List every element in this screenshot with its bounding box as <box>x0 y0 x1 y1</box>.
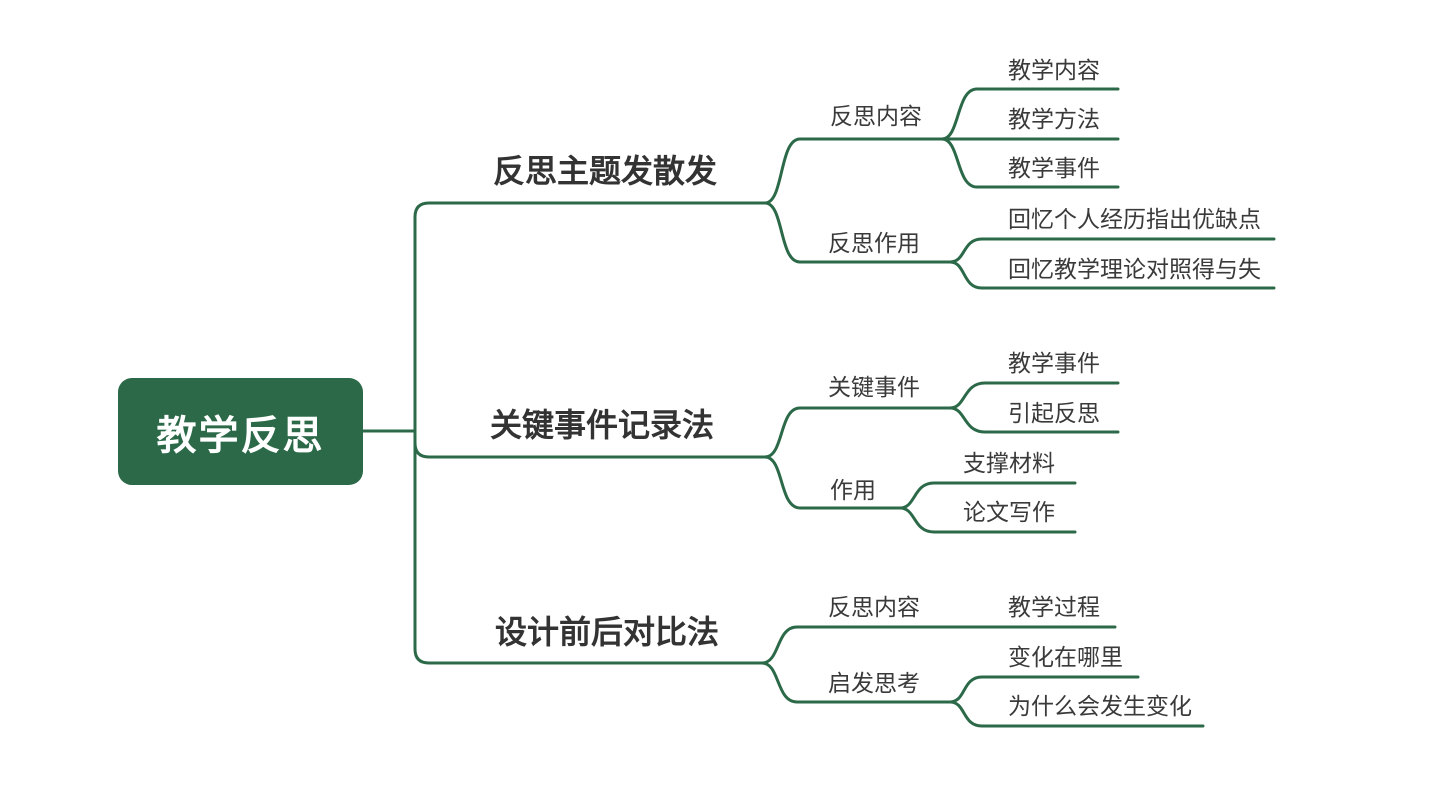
leaf-node-2-1-1[interactable]: 教学事件 <box>1008 350 1100 376</box>
edge-b3-sub2-child2 <box>948 700 1205 728</box>
edge-b1-sub2 <box>763 201 952 264</box>
sub-node-2-2[interactable]: 作用 <box>830 477 876 503</box>
edge-b1-sub2-child2 <box>948 260 1276 290</box>
root-node-label: 教学反思 <box>156 413 325 458</box>
root-node[interactable]: 教学反思 <box>118 378 363 485</box>
leaf-node-1-1-1[interactable]: 教学内容 <box>1008 57 1100 83</box>
branch-node-1[interactable]: 反思主题发散发 <box>493 153 718 189</box>
edge-b2-sub1 <box>763 406 952 459</box>
edge-b2-sub2-child1 <box>898 481 1077 510</box>
edge-b2-sub1-child2 <box>948 406 1120 434</box>
leaf-node-2-2-1[interactable]: 支撑材料 <box>963 450 1055 476</box>
edge-b3-sub1 <box>760 625 1117 665</box>
edge-b1-sub1 <box>763 137 1120 205</box>
sub-node-3-1[interactable]: 反思内容 <box>828 594 920 620</box>
sub-node-3-2[interactable]: 启发思考 <box>828 670 920 696</box>
leaf-node-1-2-1[interactable]: 回忆个人经历指出优缺点 <box>1008 206 1261 232</box>
edge-group <box>361 87 1276 728</box>
leaf-node-2-1-2[interactable]: 引起反思 <box>1008 400 1100 426</box>
leaf-node-3-2-1[interactable]: 变化在哪里 <box>1008 644 1123 670</box>
edge-b1-sub1-child3 <box>940 137 1120 189</box>
edge-b2-sub1-child1 <box>948 381 1120 410</box>
sub-node-1-2[interactable]: 反思作用 <box>828 230 920 256</box>
edge-b3-sub2-child1 <box>948 675 1140 704</box>
branch-node-2[interactable]: 关键事件记录法 <box>490 407 715 443</box>
edge-branch2-stem <box>413 429 767 459</box>
sub-node-2-1[interactable]: 关键事件 <box>828 374 920 400</box>
sub-node-1-1[interactable]: 反思内容 <box>830 103 922 129</box>
leaf-node-2-2-2[interactable]: 论文写作 <box>963 499 1055 525</box>
leaf-node-1-2-2[interactable]: 回忆教学理论对照得与失 <box>1008 256 1261 282</box>
branch-node-3[interactable]: 设计前后对比法 <box>495 614 720 650</box>
leaf-node-3-1-1[interactable]: 教学过程 <box>1008 594 1100 620</box>
edge-b2-sub2-child2 <box>898 506 1077 534</box>
edge-b1-sub1-child1 <box>940 87 1120 141</box>
edge-b3-sub2 <box>760 661 952 704</box>
leaf-node-1-1-3[interactable]: 教学事件 <box>1008 155 1100 181</box>
leaf-node-3-2-2[interactable]: 为什么会发生变化 <box>1008 693 1192 719</box>
leaf-node-1-1-2[interactable]: 教学方法 <box>1008 106 1100 132</box>
edge-b2-sub2 <box>763 455 902 510</box>
